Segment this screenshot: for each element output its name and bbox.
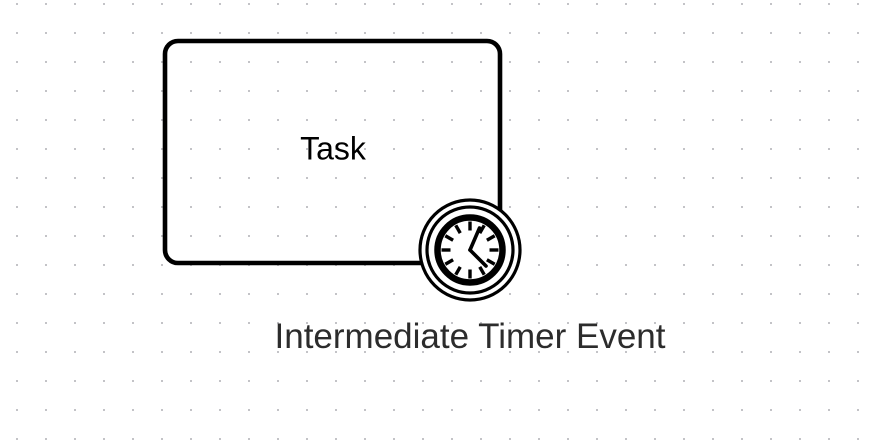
clock-hand-hour <box>468 226 482 252</box>
event-inner-circle <box>425 205 515 295</box>
clock-hand-minute <box>468 248 488 268</box>
clock-hands <box>468 226 488 268</box>
bpmn-task-shape[interactable]: Task <box>162 38 503 266</box>
timer-clock-icon <box>434 214 506 286</box>
task-label: Task <box>300 130 367 166</box>
boundary-timer-event-shape[interactable] <box>418 198 522 302</box>
clock-tick-marks <box>441 221 499 279</box>
task-rectangle[interactable] <box>162 38 503 266</box>
diagram-caption: Intermediate Timer Event <box>275 317 666 356</box>
